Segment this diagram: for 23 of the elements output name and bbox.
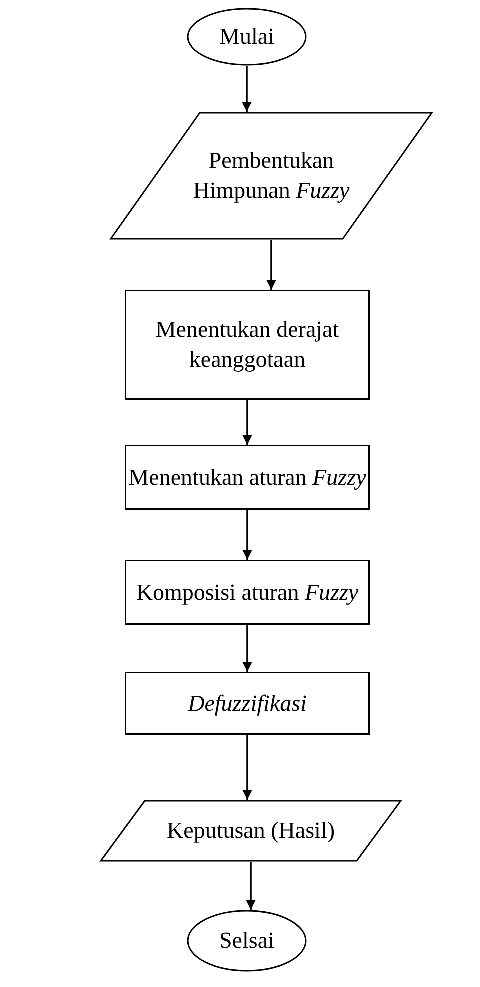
arrow [242,625,252,672]
step-label: Mulai [220,23,274,52]
arrow [246,862,256,910]
step-label: Selsai [220,927,274,956]
arrow [242,400,252,445]
step-label: Komposisi aturan Fuzzy [136,578,359,607]
process-box [125,290,370,400]
terminator-ellipse [187,910,307,972]
step-label: Menentukan aturan Fuzzy [128,464,366,492]
arrow [266,240,276,290]
arrow [242,66,252,112]
step-label: Pembentukan Himpunan Fuzzy [192,147,351,205]
step-label: Menentukan derajat keanggotaan [154,316,340,374]
step-label: Defuzzifikasi [188,690,307,718]
terminator-ellipse [187,8,307,66]
step-label: Keputusan (Hasil) [167,817,335,846]
arrow [242,510,252,560]
process-box [125,672,370,735]
input-output-parallelogram [100,800,402,862]
process-box [125,445,370,510]
arrow [242,735,252,800]
process-box [125,560,370,625]
input-output-parallelogram [110,112,433,240]
